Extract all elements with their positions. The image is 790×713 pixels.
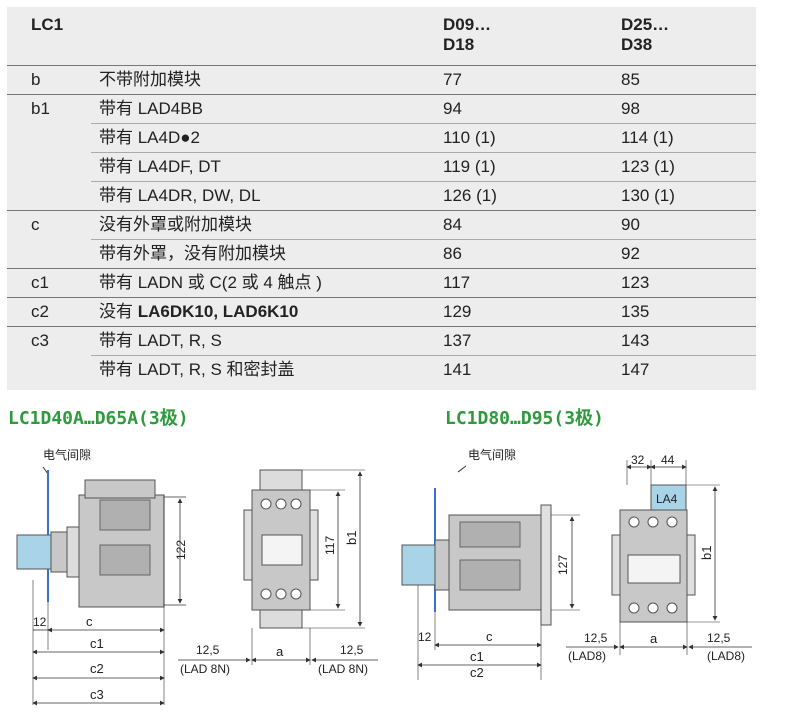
table-row: 带有外罩，没有附加模块 86 92 <box>7 238 756 268</box>
dimension-table: LC1 D09…D18 D25…D38 b 不带附加模块 77 85 b1 带有… <box>7 7 756 384</box>
left-side-view: 电气间隙 122 12 c c1 c2 c3 <box>16 447 188 706</box>
right-diagram-title: LC1D80…D95(3极) <box>445 408 604 429</box>
table-header-row: LC1 D09…D18 D25…D38 <box>7 7 756 65</box>
header-d09-d18: D09…D18 <box>443 15 492 54</box>
table-row: c 没有外罩或附加模块 84 90 <box>7 209 756 239</box>
table-row: 带有 LA4DF, DT 119 (1) 123 (1) <box>7 151 756 181</box>
right-side-view: 电气间隙 127 12 c c1 c2 <box>401 447 580 680</box>
right-dim-c2: c2 <box>470 665 484 680</box>
right-dim-12: 12 <box>418 630 432 644</box>
left-dim-c: c <box>86 614 93 629</box>
left-dim-117: 117 <box>323 536 337 555</box>
right-dim-127: 127 <box>556 555 570 575</box>
right-dim-c1: c1 <box>470 649 484 664</box>
table-row: 带有 LA4D●2 110 (1) 114 (1) <box>7 122 756 152</box>
right-dim-a: a <box>650 631 658 646</box>
table-row: c1 带有 LADN 或 C(2 或 4 触点 ) 117 123 <box>7 267 756 297</box>
left-lad-8n-a: (LAD 8N) <box>180 662 230 676</box>
right-clearance-label: 电气间隙 <box>468 447 516 462</box>
right-dim-32: 32 <box>631 453 645 467</box>
table-row: 带有 LADT, R, S 和密封盖 141 147 <box>7 354 756 384</box>
right-la4-label: LA4 <box>656 492 678 506</box>
right-lad8-b: (LAD8) <box>707 649 745 663</box>
left-module-block <box>16 534 52 570</box>
left-dim-a: a <box>276 644 284 659</box>
left-diagram-title: LC1D40A…D65A(3极) <box>8 408 189 429</box>
dimension-table-panel: LC1 D09…D18 D25…D38 b 不带附加模块 77 85 b1 带有… <box>7 7 756 390</box>
left-dim-12-5-b: 12,5 <box>340 643 364 657</box>
header-d25-d38: D25…D38 <box>621 15 670 54</box>
left-dim-c1: c1 <box>90 636 104 651</box>
left-dim-b1: b1 <box>344 531 359 545</box>
right-module-block <box>401 544 436 586</box>
right-front-view: 32 44 LA4 b1 a 12,5 (LAD8) 12,5 (LAD8) <box>566 453 752 663</box>
left-lad-8n-b: (LAD 8N) <box>318 662 368 676</box>
right-dim-12-5-b: 12,5 <box>707 631 731 645</box>
left-dim-12-5-a: 12,5 <box>196 643 220 657</box>
left-dim-c2: c2 <box>90 661 104 676</box>
right-dim-b1: b1 <box>699 546 714 560</box>
table-row: 带有 LA4DR, DW, DL 126 (1) 130 (1) <box>7 180 756 210</box>
table-row: b 不带附加模块 77 85 <box>7 64 756 94</box>
left-dim-122: 122 <box>174 540 188 560</box>
left-dim-c3: c3 <box>90 687 104 702</box>
right-dim-c: c <box>486 629 493 644</box>
right-dim-12-5-a: 12,5 <box>584 631 608 645</box>
table-row: c3 带有 LADT, R, S 137 143 <box>7 325 756 355</box>
left-front-view: 117 b1 a 12,5 (LAD 8N) 12,5 (LAD 8N) <box>178 469 378 676</box>
left-clearance-label: 电气间隙 <box>43 447 91 462</box>
header-lc1: LC1 <box>31 15 64 34</box>
table-row: b1 带有 LAD4BB 94 98 <box>7 93 756 123</box>
table-row: c2 没有 LA6DK10, LAD6K10 129 135 <box>7 296 756 326</box>
left-dim-12: 12 <box>33 615 47 629</box>
right-dim-44: 44 <box>661 453 675 467</box>
right-lad8-a: (LAD8) <box>568 649 606 663</box>
